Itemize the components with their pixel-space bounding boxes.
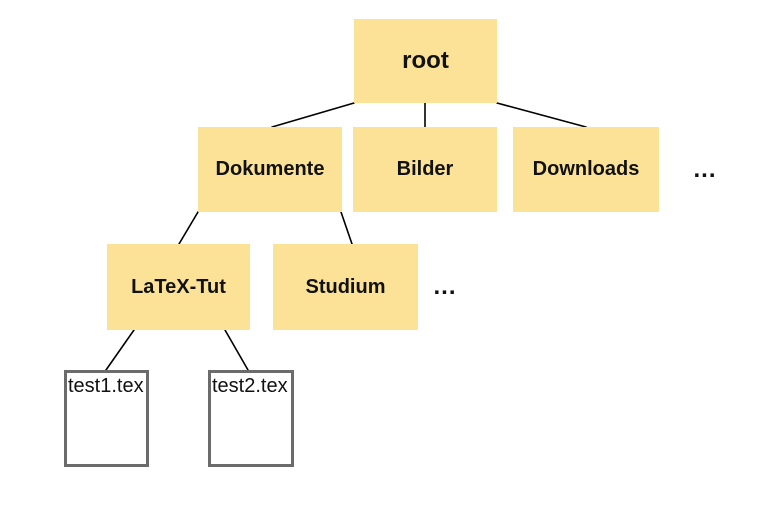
tree-node-dokumente: Dokumente (198, 127, 342, 212)
node-label-bilder: Bilder (396, 158, 454, 180)
tree-node-test2: test2.tex (208, 370, 294, 467)
ellipsis-level2: ... (680, 127, 730, 212)
tree-node-studium: Studium (273, 244, 418, 330)
node-label-latex-tut: LaTeX-Tut (131, 275, 226, 298)
edge-latex-tut-test1 (105, 329, 135, 371)
edge-latex-tut-test2 (224, 329, 249, 371)
node-label-test1: test1.tex (68, 375, 144, 397)
tree-node-test1: test1.tex (64, 370, 149, 467)
tree-node-latex-tut: LaTeX-Tut (107, 244, 250, 330)
node-label-downloads: Downloads (532, 158, 640, 180)
node-label-dokumente: Dokumente (215, 158, 325, 180)
node-label-root: root (402, 47, 449, 74)
edge-dokumente-latex-tut (178, 211, 199, 245)
node-label-studium: Studium (305, 275, 386, 298)
edge-root-dokumente (271, 102, 355, 128)
edge-dokumente-studium (340, 211, 353, 245)
ellipsis-level3: ... (420, 244, 470, 330)
tree-node-bilder: Bilder (353, 127, 497, 212)
node-label-test2: test2.tex (212, 375, 288, 397)
tree-node-downloads: Downloads (513, 127, 659, 212)
edge-root-downloads (496, 102, 587, 128)
ellipsis-level2-label: ... (693, 155, 717, 183)
ellipsis-level3-label: ... (433, 273, 457, 300)
tree-node-root: root (354, 19, 497, 103)
